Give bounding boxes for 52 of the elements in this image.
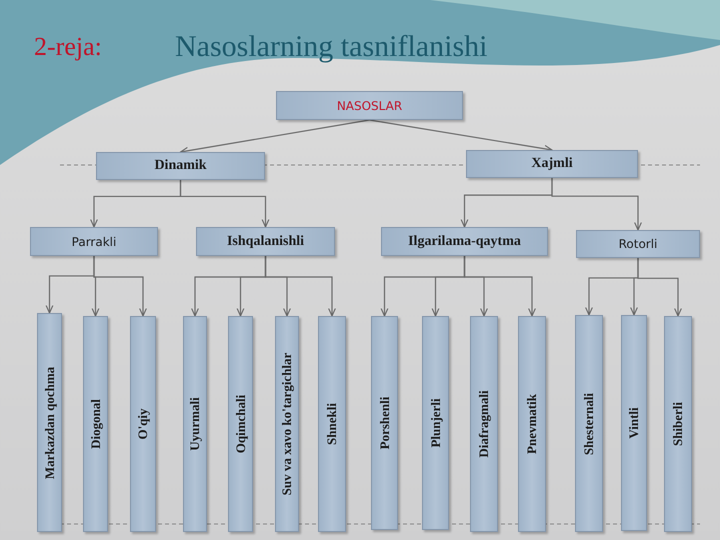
node-label: Diafragmali xyxy=(476,390,492,458)
category-box xyxy=(470,316,498,532)
node-label: Ilgarilama-qaytma xyxy=(408,234,521,250)
category-box xyxy=(422,316,449,530)
node-label: Dinamik xyxy=(154,158,207,174)
arrow xyxy=(180,119,370,155)
node-label: Porshenli xyxy=(376,396,392,450)
type-box xyxy=(276,91,463,120)
node-label: Ishqalanishli xyxy=(226,234,304,250)
category-box xyxy=(664,316,692,532)
node-label: Oqimchali xyxy=(232,394,248,454)
node-label: O'qiy xyxy=(135,408,151,440)
node-label: Uyurmali xyxy=(187,397,203,451)
arrow xyxy=(637,258,682,317)
node-label: Suv va xavo ko'targichlar xyxy=(279,352,295,496)
category-box xyxy=(183,316,207,532)
category-box xyxy=(575,315,603,532)
type-box xyxy=(381,227,548,256)
arrow xyxy=(180,180,270,228)
type-box xyxy=(466,150,638,178)
node-label: Diogonal xyxy=(88,399,104,449)
category-box xyxy=(621,315,647,531)
node-label: Shiberli xyxy=(670,402,686,446)
type-box xyxy=(96,152,265,180)
category-box xyxy=(518,316,546,532)
category-box xyxy=(275,316,299,532)
plan-label: 2-reja: xyxy=(34,32,102,62)
node-label: Shesternali xyxy=(581,392,597,455)
arrow xyxy=(551,178,642,231)
node-label: Plunjerli xyxy=(428,398,444,448)
arrow xyxy=(264,256,336,317)
node-label: NASOSLAR xyxy=(336,98,402,112)
category-box xyxy=(130,316,156,532)
arrow xyxy=(369,119,553,153)
slide-title: Nasoslarning tasniflanishi xyxy=(175,30,488,64)
arrow xyxy=(93,256,147,317)
node-label: Markazdan qochma xyxy=(42,366,58,479)
node-label: Vintli xyxy=(626,407,642,439)
category-box xyxy=(318,316,346,532)
node-label: Parrakli xyxy=(72,234,116,248)
category-box xyxy=(83,316,108,532)
node-label: Shnekli xyxy=(324,403,340,445)
arrow xyxy=(464,256,536,317)
category-box xyxy=(37,313,62,532)
type-box xyxy=(576,230,700,258)
node-label: Rotorli xyxy=(618,237,658,251)
type-box xyxy=(196,227,335,256)
type-box xyxy=(30,227,158,256)
category-box xyxy=(371,316,398,530)
category-box xyxy=(228,316,253,532)
node-label: Xajmli xyxy=(531,156,573,172)
node-label: Pnevmatik xyxy=(524,394,540,454)
